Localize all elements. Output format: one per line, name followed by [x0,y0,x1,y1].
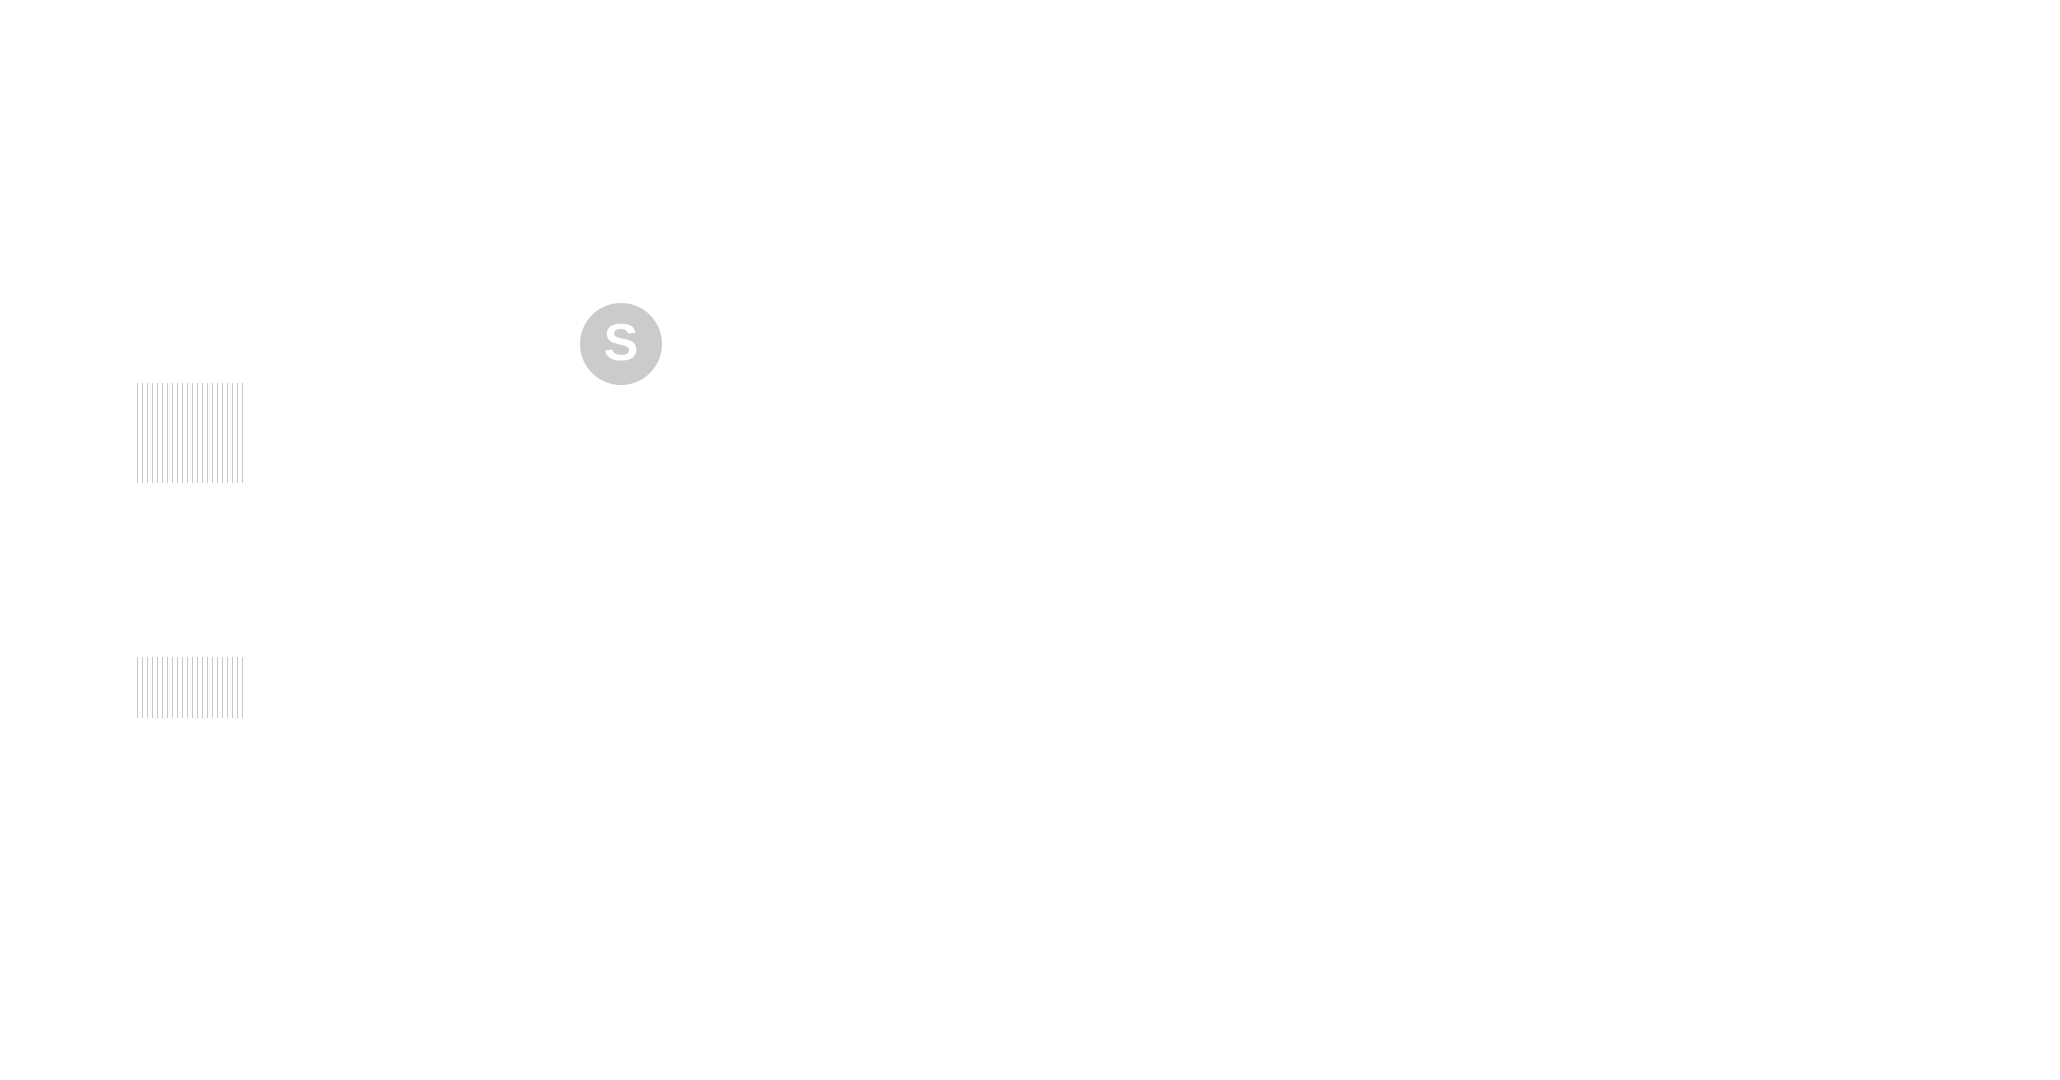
loading-placeholder-bottom [137,657,244,718]
loading-placeholder-top [137,383,244,483]
avatar-initial: S [603,314,639,372]
avatar[interactable]: S [580,303,662,385]
